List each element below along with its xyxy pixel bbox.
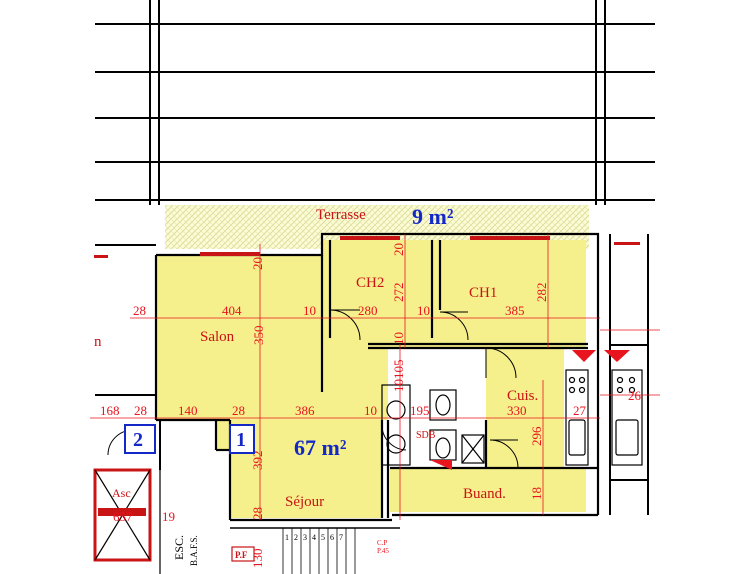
label-cuis: Cuis. xyxy=(507,388,538,404)
label-sdb: SDB xyxy=(416,430,436,441)
dim-168: 168 xyxy=(100,403,120,418)
dim-404: 404 xyxy=(222,303,242,318)
p45-label: P.45 xyxy=(377,547,389,555)
windows xyxy=(94,236,640,258)
dim-272: 272 xyxy=(391,283,406,303)
dim-130: 130 xyxy=(250,549,265,569)
dim-28d: 28 xyxy=(250,507,265,520)
left-strip-fill xyxy=(216,420,230,450)
stair-num: 6 xyxy=(330,533,334,542)
left-neighbor xyxy=(95,244,161,470)
dim-10c: 10 xyxy=(391,332,406,345)
dim-140: 140 xyxy=(178,403,198,418)
vent-markers xyxy=(430,350,630,470)
label-asc: Asc xyxy=(112,486,131,500)
dim-28a: 28 xyxy=(133,303,146,318)
label-left-partial: n xyxy=(94,334,102,350)
dim-330: 330 xyxy=(507,403,527,418)
dimension-lines xyxy=(90,234,660,520)
dim-392: 392 xyxy=(250,451,265,471)
dim-26: 26 xyxy=(628,388,642,403)
dim-296: 296 xyxy=(529,426,544,446)
dim-20a: 20 xyxy=(250,257,265,270)
marker-two-box xyxy=(124,424,156,454)
stair-num: 4 xyxy=(312,533,316,542)
walls xyxy=(154,232,600,522)
kitchen-fixtures xyxy=(565,369,643,466)
dim-385: 385 xyxy=(505,303,525,318)
dim-19: 19 xyxy=(162,509,175,524)
bathroom-fixtures xyxy=(381,384,485,466)
dim-657: 657 xyxy=(113,509,133,524)
label-terrasse: Terrasse xyxy=(316,207,366,223)
apartment-area-label: 67 m² xyxy=(294,435,347,460)
stairs xyxy=(230,527,400,574)
marker-one-box xyxy=(229,424,255,454)
dim-282: 282 xyxy=(534,283,549,303)
dim-28c: 28 xyxy=(232,403,245,418)
dim-195: 195 xyxy=(410,403,430,418)
dim-386: 386 xyxy=(295,403,315,418)
dim-20b: 20 xyxy=(391,243,406,256)
stair-num: 3 xyxy=(303,533,307,542)
label-buand: Buand. xyxy=(463,486,506,502)
label-ch2: CH2 xyxy=(356,275,384,291)
dim-28b: 28 xyxy=(134,403,147,418)
label-ch1: CH1 xyxy=(469,285,497,301)
terrace-area-label: 9 m² xyxy=(412,204,454,229)
marker-one: 1 xyxy=(236,429,246,451)
stair-num: 2 xyxy=(294,533,298,542)
label-esc: ESC. xyxy=(172,535,186,560)
label-bafs: B.A.F.S. xyxy=(189,535,199,566)
room-fills xyxy=(156,240,586,518)
buanderie-fill xyxy=(390,468,586,512)
dim-350: 350 xyxy=(251,326,266,346)
salon-fill xyxy=(156,240,586,518)
elevator-shaft xyxy=(93,468,161,574)
dim-10b: 10 xyxy=(417,303,430,318)
dim-280: 280 xyxy=(358,303,378,318)
dim-10a: 10 xyxy=(303,303,316,318)
facade-grid xyxy=(95,0,655,205)
neighbor-walls xyxy=(609,234,649,515)
label-pf: P.F xyxy=(235,550,248,560)
cp-label: C.P xyxy=(377,539,387,547)
dim-27: 27 xyxy=(573,403,587,418)
cuisine-fill xyxy=(486,348,564,468)
dim-10d: 10 xyxy=(364,403,377,418)
label-sejour: Séjour xyxy=(285,494,324,510)
marker-two: 2 xyxy=(133,429,143,451)
label-salon: Salon xyxy=(200,329,235,345)
dim-18: 18 xyxy=(529,487,544,500)
stair-num: 5 xyxy=(321,533,325,542)
pf-box xyxy=(231,546,255,562)
dim-10105: 10105 xyxy=(391,360,406,393)
stair-num: 1 xyxy=(285,533,289,542)
stair-num: 7 xyxy=(339,533,343,542)
